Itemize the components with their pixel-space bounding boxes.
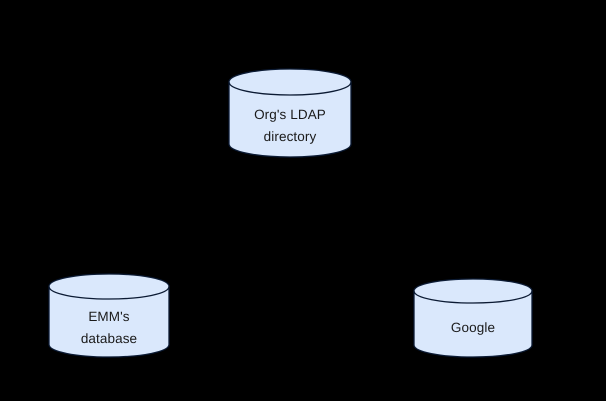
database-cylinder-icon bbox=[413, 278, 533, 358]
node-org-ldap-directory[interactable]: Org's LDAP directory bbox=[228, 68, 352, 158]
database-cylinder-icon bbox=[48, 273, 170, 358]
node-emm-database[interactable]: EMM's database bbox=[48, 273, 170, 358]
database-cylinder-icon bbox=[228, 68, 352, 158]
node-google[interactable]: Google bbox=[413, 278, 533, 358]
